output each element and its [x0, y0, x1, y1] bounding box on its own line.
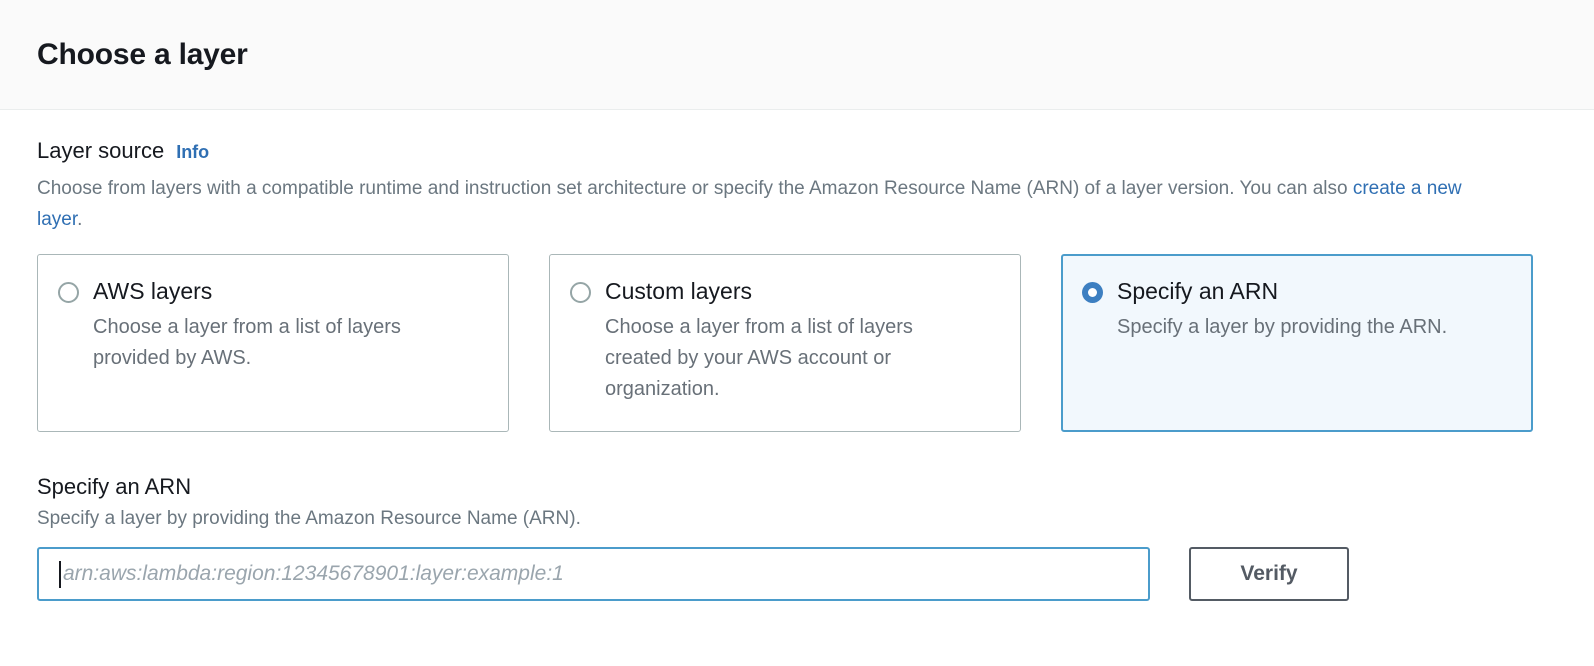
option-description: Specify a layer by providing the ARN.: [1117, 316, 1448, 338]
option-title: Specify an ARN: [1117, 278, 1279, 304]
layer-source-option-specify-an-arn[interactable]: Specify an ARN Specify a layer by provid…: [1061, 254, 1533, 432]
option-description: Choose a layer from a list of layers pro…: [93, 316, 401, 369]
text-cursor: [59, 560, 61, 588]
arn-section-description: Specify a layer by providing the Amazon …: [37, 508, 581, 529]
page-title: Choose a layer: [37, 37, 248, 71]
arn-input-container[interactable]: [37, 547, 1150, 601]
modal-body: Layer source Info Choose from layers wit…: [0, 110, 1594, 601]
option-title: AWS layers: [93, 278, 213, 304]
verify-button[interactable]: Verify: [1189, 547, 1349, 601]
specify-an-arn-section: Specify an ARN Specify a layer by provid…: [37, 474, 1557, 601]
layer-source-description: Choose from layers with a compatible run…: [37, 173, 1467, 235]
layer-source-description-text-2: .: [77, 209, 83, 230]
radio-icon-aws-layers[interactable]: [58, 282, 79, 303]
layer-source-description-text-1: Choose from layers with a compatible run…: [37, 178, 1353, 199]
layer-source-option-aws-layers[interactable]: AWS layers Choose a layer from a list of…: [37, 254, 509, 432]
layer-source-label-row: Layer source Info: [37, 138, 1557, 164]
layer-source-option-text-specify-an-arn: Specify an ARN Specify a layer by provid…: [1117, 277, 1447, 411]
layer-source-label: Layer source: [37, 138, 165, 163]
arn-section-label: Specify an ARN: [37, 474, 192, 499]
layer-source-option-text-custom-layers: Custom layers Choose a layer from a list…: [605, 277, 985, 411]
layer-source-option-text-aws-layers: AWS layers Choose a layer from a list of…: [93, 277, 473, 411]
option-title: Custom layers: [605, 278, 752, 304]
radio-icon-specify-an-arn[interactable]: [1082, 282, 1103, 303]
arn-input[interactable]: [61, 549, 1123, 599]
modal-header: Choose a layer: [0, 0, 1594, 110]
create-a-new-layer-link[interactable]: create a new layer: [37, 178, 1462, 230]
radio-icon-custom-layers[interactable]: [570, 282, 591, 303]
option-description: Choose a layer from a list of layers cre…: [605, 316, 913, 400]
arn-input-row: Verify: [37, 547, 1557, 601]
layer-source-option-custom-layers[interactable]: Custom layers Choose a layer from a list…: [549, 254, 1021, 432]
info-link[interactable]: Info: [176, 142, 210, 162]
layer-source-options: AWS layers Choose a layer from a list of…: [37, 254, 1557, 432]
